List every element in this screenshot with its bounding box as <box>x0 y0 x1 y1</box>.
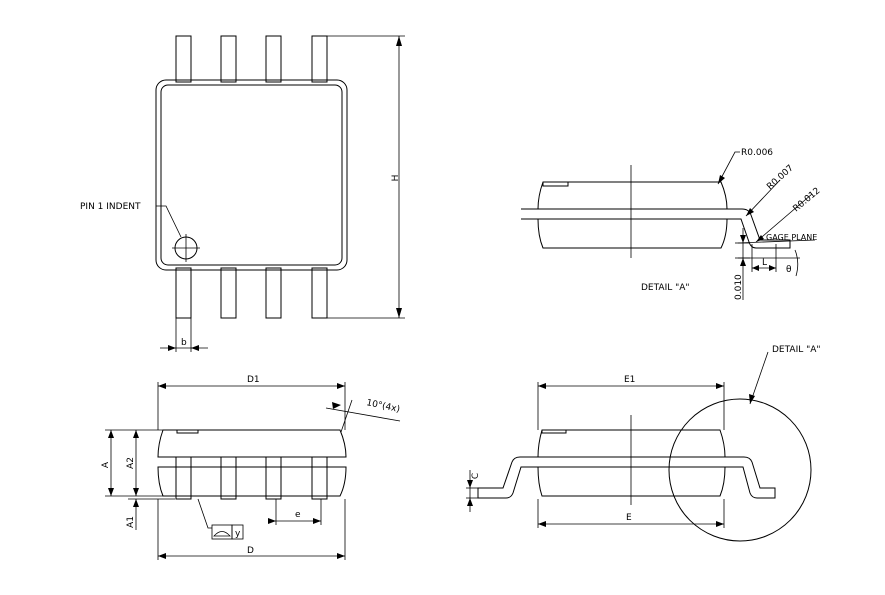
package-body-inner <box>160 84 343 266</box>
dim-angle: 10°(4x) <box>365 398 400 415</box>
dim-C: C <box>471 473 481 479</box>
dim-A2: A2 <box>126 457 136 469</box>
dim-E1: E1 <box>624 375 635 385</box>
dim-theta: θ <box>786 265 792 275</box>
dim-A: A <box>101 461 111 468</box>
dim-y: y <box>235 529 241 539</box>
end-view: E1 C E DETAIL "A" <box>466 345 821 542</box>
side-view: D1 10°(4x) A A2 <box>101 375 401 560</box>
radius-006: R0.006 <box>741 148 773 158</box>
dim-E: E <box>626 513 632 523</box>
top-leads <box>175 35 328 83</box>
dim-A1: A1 <box>126 516 136 528</box>
dim-L: L <box>762 258 767 268</box>
detail-a: R0.006 R0.007 R0.012 GAGE PLANE L θ 0.01… <box>521 148 822 300</box>
dim-010: 0.010 <box>734 274 744 300</box>
detail-a-circle <box>668 398 812 542</box>
package-body-outer <box>155 79 348 271</box>
side-leads <box>175 456 328 500</box>
dim-e: e <box>295 510 301 520</box>
dim-H: H <box>391 175 401 182</box>
detail-a-label: DETAIL "A" <box>641 283 690 293</box>
radius-007: R0.007 <box>765 163 795 192</box>
bottom-leads <box>175 267 328 319</box>
gage-plane-label: GAGE PLANE <box>766 233 817 242</box>
dim-D1: D1 <box>247 375 260 385</box>
dim-b: b <box>181 338 187 348</box>
top-view: PIN 1 INDENT H b <box>80 35 405 352</box>
pin1-label: PIN 1 INDENT <box>80 202 141 212</box>
radius-012: R0.012 <box>792 186 823 214</box>
dim-D: D <box>247 546 254 556</box>
detail-a-label-lower: DETAIL "A" <box>772 345 821 355</box>
